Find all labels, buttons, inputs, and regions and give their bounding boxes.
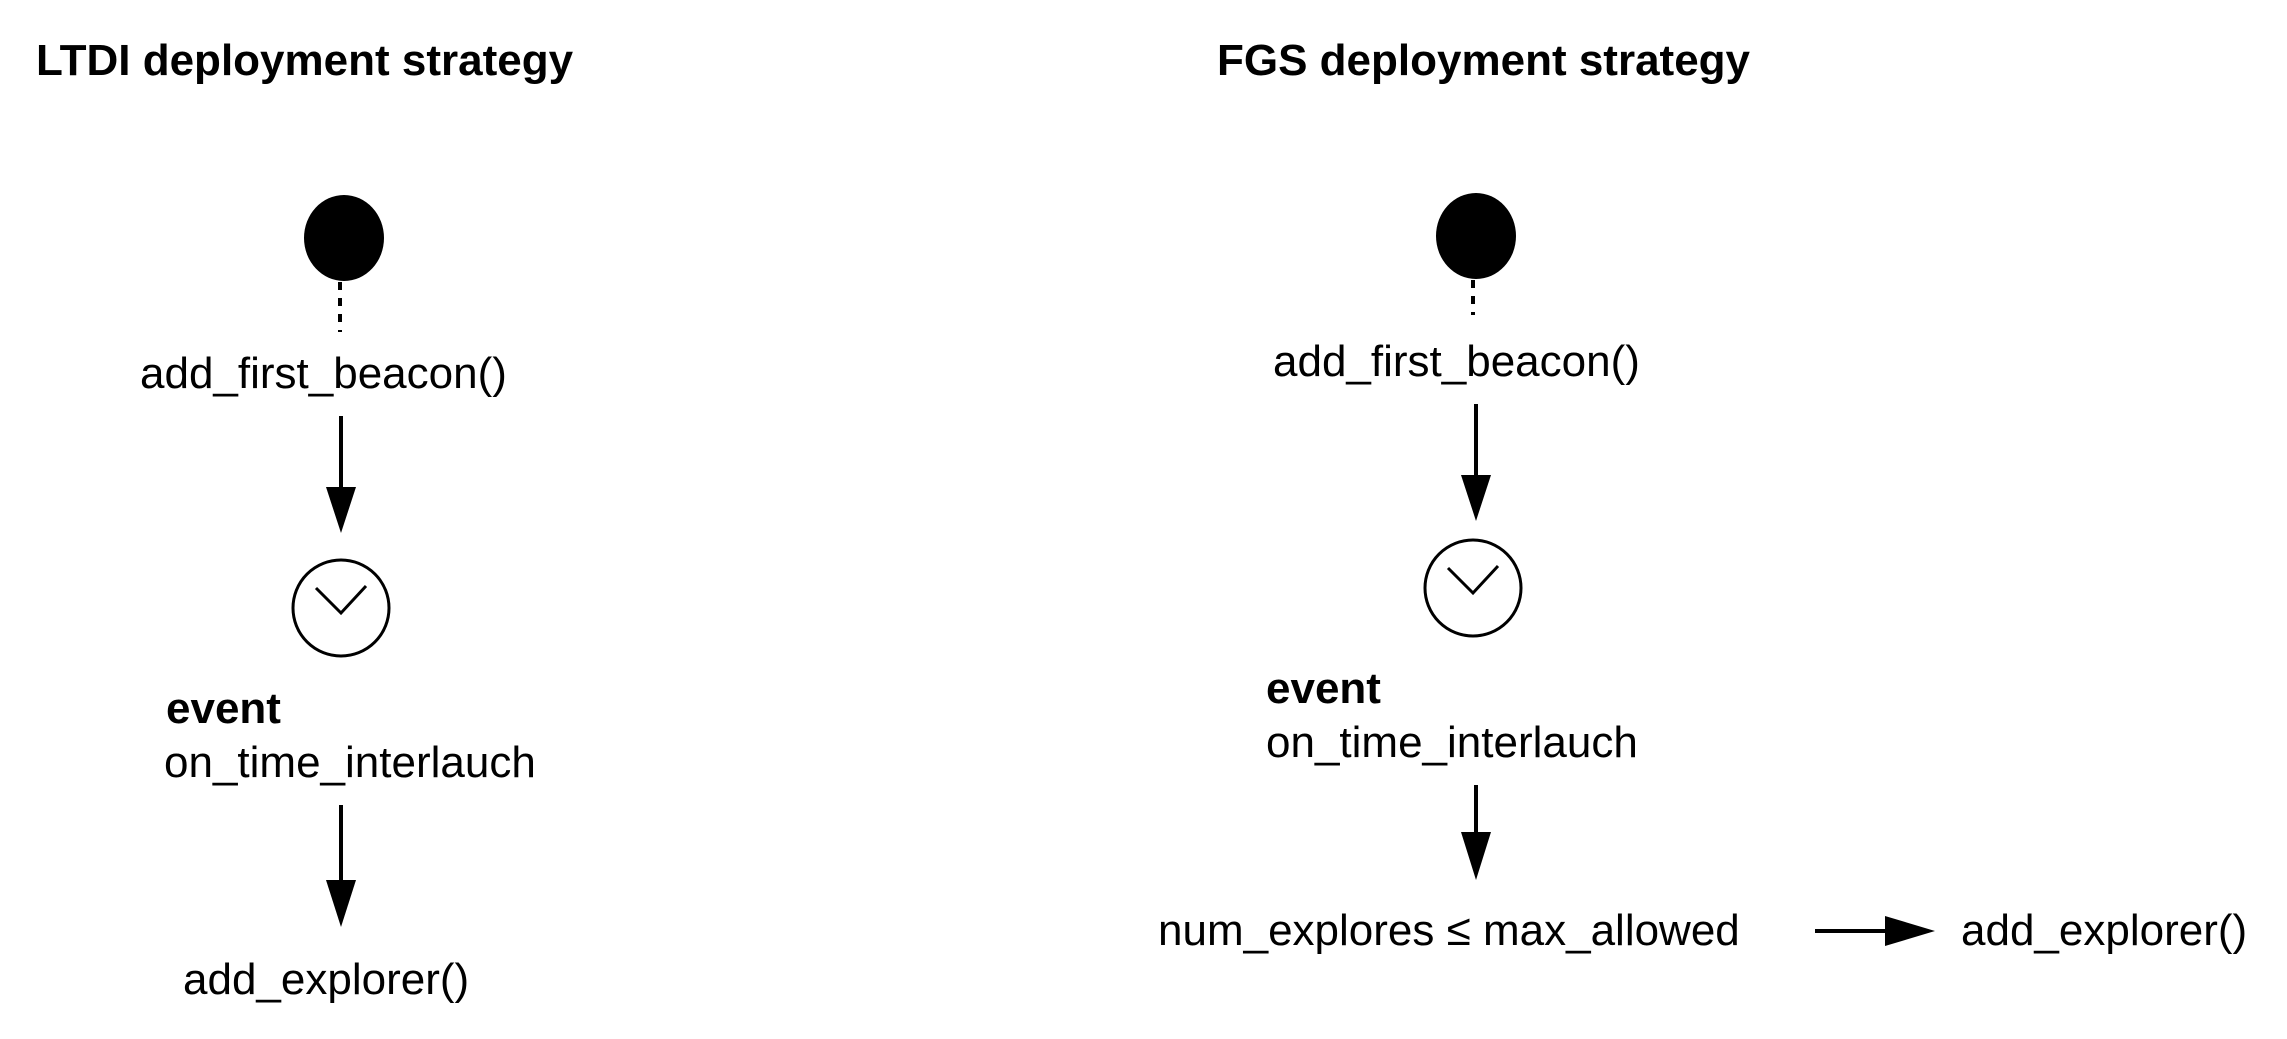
ltdi-first-action: add_first_beacon() <box>140 349 507 398</box>
ltdi-arrow-2 <box>326 805 356 927</box>
fgs-arrow-3 <box>1815 916 1935 946</box>
ltdi-arrow-1 <box>326 416 356 533</box>
ltdi-event-keyword: event <box>166 684 281 733</box>
fgs-start-node <box>1436 193 1516 279</box>
ltdi-timer-clock-icon <box>291 558 391 658</box>
fgs-diagram: FGS deployment strategy add_first_beacon… <box>1158 36 2247 955</box>
ltdi-final-action: add_explorer() <box>183 955 469 1004</box>
fgs-arrow-2 <box>1461 785 1491 880</box>
ltdi-diagram: LTDI deployment strategy add_first_beaco… <box>36 36 574 1004</box>
fgs-event-keyword: event <box>1266 664 1381 713</box>
fgs-condition: num_explores ≤ max_allowed <box>1158 906 1740 955</box>
fgs-arrow-1 <box>1461 404 1491 521</box>
ltdi-event-name: on_time_interlauch <box>164 738 536 787</box>
ltdi-title: LTDI deployment strategy <box>36 36 574 85</box>
fgs-title: FGS deployment strategy <box>1217 36 1751 85</box>
fgs-final-action: add_explorer() <box>1961 906 2247 955</box>
ltdi-start-node <box>304 195 384 281</box>
fgs-event-name: on_time_interlauch <box>1266 718 1638 767</box>
fgs-timer-clock-icon <box>1423 538 1523 638</box>
fgs-first-action: add_first_beacon() <box>1273 337 1640 386</box>
